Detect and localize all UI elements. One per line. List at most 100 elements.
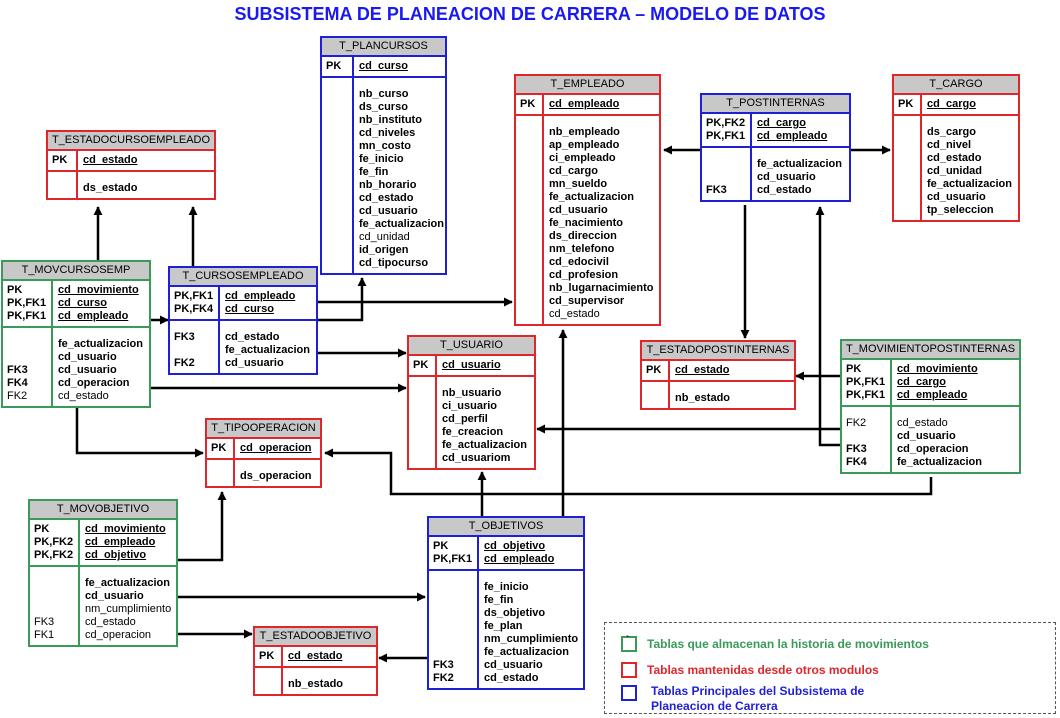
legend: ` Tablas que almacenan la historia de mo… [604,622,1056,714]
field-name: cd_cargo [549,165,598,177]
key-label [433,633,477,646]
key-label [520,282,542,295]
table-title: T_POSTINTERNAS [702,95,849,114]
key-column: PK [516,95,544,114]
field-name: nb_empleado [549,126,620,138]
key-label: FK3 [706,184,727,196]
table-title: T_CARGO [894,76,1018,95]
field-name: nb_estado [288,678,344,690]
field-name: cd_cargo [897,376,946,388]
key-label: FK2 [846,417,867,429]
field-name: fe_inicio [359,153,404,165]
field-name: cd_usuariom [442,452,511,464]
key-label: PK,FK1 [174,290,214,302]
rel-cursosempleado-plancursos [318,277,367,322]
field-name: ci_empleado [549,152,616,164]
key-column [642,382,670,408]
key-column [322,78,354,273]
field-name: nm_telefono [549,243,615,255]
field-name: cd_usuario [757,171,816,183]
field-name: nb_horario [359,179,417,191]
key-label: PK [34,523,50,535]
field-name: nb_usuario [442,387,502,399]
key-label [34,577,78,590]
field-name: cd_operacion [58,377,130,389]
legend-swatch-green: ` [621,635,637,652]
key-column: FK3 [702,148,752,200]
table-title: T_TIPOOPERACION [207,420,320,439]
rel-movobjetivo-tipooperacion [178,491,227,562]
key-label: FK3 [34,616,55,628]
field-name: cd_empleado [897,389,968,401]
field-column: cd_estado [78,151,214,170]
field-name: cd_profesion [549,269,619,281]
key-label [520,256,542,269]
field-name: cd_niveles [359,127,416,139]
diagram-title: SUBSISTEMA DE PLANEACION DE CARRERA – MO… [234,4,826,24]
key-label [898,139,920,152]
key-label [413,426,435,439]
key-label [646,392,668,405]
field-name: cd_estado [897,417,948,429]
field-name: cd_estado [85,616,136,628]
key-column [894,116,922,220]
key-label: PK [52,154,68,166]
field-name: cd_empleado [549,98,620,110]
key-label [520,217,542,230]
key-label [413,439,435,452]
field-name: cd_empleado [225,290,296,302]
field-name: fe_inicio [484,581,529,593]
key-label [520,139,542,152]
key-column [255,668,283,694]
field-name: cd_estado [58,390,109,402]
field-name: cd_edocivil [549,256,609,268]
key-label: PK,FK2 [34,549,74,561]
rel-movimientopostinternas-postinternas [815,206,840,447]
key-label: FK4 [846,456,867,468]
key-column [207,460,235,486]
field-name: cd_empleado [85,536,156,548]
primary-key-section: PK cd_estado [48,151,214,172]
key-label: PK,FK1 [706,130,746,142]
key-label [520,178,542,191]
field-column: cd_cargo [922,95,1018,114]
field-name: fe_nacimiento [549,217,623,229]
table-title: T_CURSOSEMPLEADO [170,268,316,287]
field-name: cd_estado [359,192,414,204]
field-name: fe_actualizacion [225,344,310,356]
field-name: ds_estado [83,182,138,194]
key-label: PK,FK1 [7,310,47,322]
key-label [520,126,542,139]
key-label: PK,FK1 [846,376,886,388]
field-name: nm_cumplimiento [484,633,579,645]
key-label: PK [326,60,342,72]
